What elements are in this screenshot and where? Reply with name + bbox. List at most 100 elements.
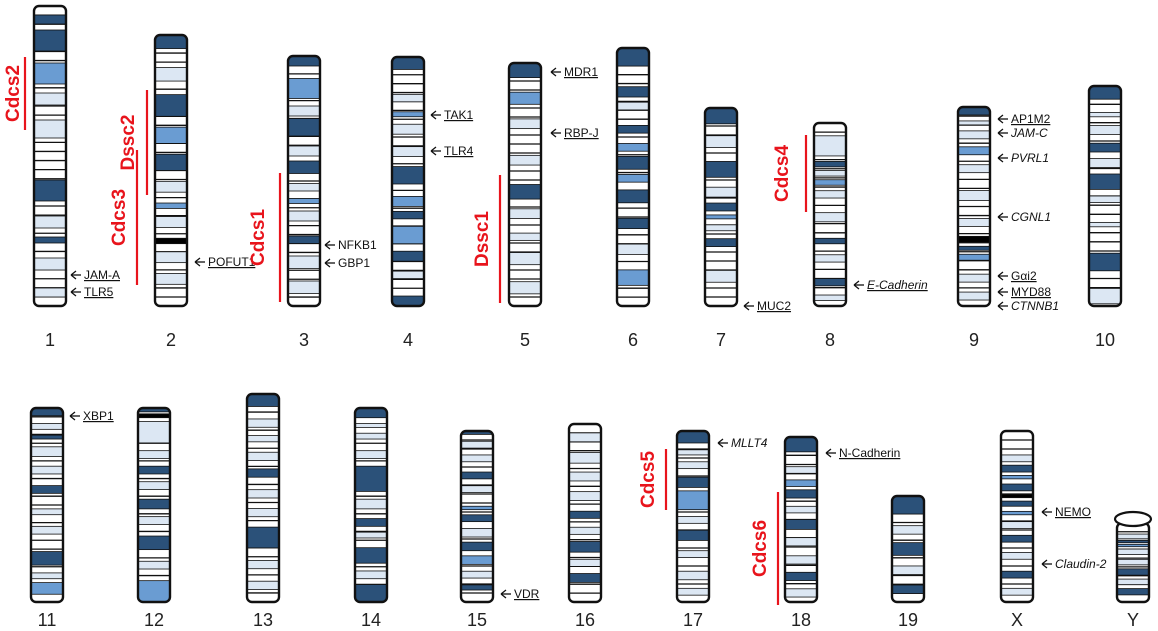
gene-label: VDR xyxy=(514,587,540,601)
chromosome-band xyxy=(705,202,737,212)
gene-annotation: N-Cadherin xyxy=(825,446,900,460)
gene-annotation: MYD88 xyxy=(997,285,1051,299)
chromosome-number: 5 xyxy=(520,330,530,350)
gene-label: CTNNB1 xyxy=(1011,299,1059,313)
chromosome-band xyxy=(785,437,817,453)
chromosome-band xyxy=(617,86,649,98)
arrow-head-icon xyxy=(997,287,1004,297)
chromosome-band xyxy=(247,451,279,461)
chromosome-outline xyxy=(956,105,992,308)
gene-annotation: TLR4 xyxy=(430,144,474,158)
chromosome-band xyxy=(355,547,387,564)
chromosome-number: 1 xyxy=(45,330,55,350)
chromosome-band xyxy=(1001,521,1033,529)
chromosome-band xyxy=(569,432,601,443)
chromosome-band xyxy=(509,184,541,200)
chromosome-band xyxy=(34,287,66,298)
chromosome-number: 2 xyxy=(166,330,176,350)
chromosome-5 xyxy=(507,61,543,308)
qtl-locus: Cdcs5 xyxy=(638,449,668,510)
chromosome-band xyxy=(892,542,924,556)
arrow-head-icon xyxy=(324,258,331,268)
gene-annotation: JAM-C xyxy=(997,126,1048,140)
chromosome-band xyxy=(288,255,320,269)
gene-label: JAM-C xyxy=(1010,126,1048,140)
chromosome-X xyxy=(999,429,1035,604)
chromosome-band xyxy=(461,584,493,591)
chromosome-band xyxy=(461,431,493,435)
chromosome-band xyxy=(288,56,320,67)
chromosome-band xyxy=(155,35,187,49)
chromosome-number: Y xyxy=(1127,610,1139,630)
chromosome-band xyxy=(288,198,320,204)
chromosome-number: 17 xyxy=(683,610,703,630)
chromosome-band xyxy=(677,550,709,558)
chromosome-band xyxy=(677,490,709,511)
chromosome-band xyxy=(705,108,737,125)
chromosome-band xyxy=(138,408,170,413)
chromosome-band xyxy=(814,170,846,177)
qtl-locus: Cdcs2 xyxy=(3,57,27,130)
chromosome-outline xyxy=(32,4,68,308)
chromosome-band xyxy=(288,280,320,294)
chromosome-band xyxy=(617,243,649,255)
chromosome-band xyxy=(617,101,649,111)
chromosome-band xyxy=(892,565,924,575)
arrow-head-icon xyxy=(997,114,1004,124)
gene-annotation: TAK1 xyxy=(430,108,473,122)
chromosome-band xyxy=(247,507,279,518)
chromosome-outline xyxy=(615,46,651,308)
chromosome-band xyxy=(1001,483,1033,492)
chromosome-band xyxy=(677,476,709,488)
chromosome-outline xyxy=(812,121,848,308)
locus-label: Cdcs3 xyxy=(109,189,130,246)
chromosome-band xyxy=(509,91,541,105)
chromosome-band xyxy=(1001,464,1033,473)
chromosome-band xyxy=(392,93,424,103)
chromosome-band xyxy=(1001,570,1033,579)
chromosome-number: 9 xyxy=(969,330,979,350)
gene-label: CGNL1 xyxy=(1011,210,1051,224)
chromosome-18 xyxy=(783,435,819,604)
chromosome-band xyxy=(155,180,187,193)
chromosome-band xyxy=(247,435,279,443)
chromosome-band xyxy=(814,294,846,301)
locus-label: Dssc2 xyxy=(118,115,139,171)
chromosome-band xyxy=(1001,493,1033,499)
gene-label: MYD88 xyxy=(1011,285,1051,299)
gene-label: NEMO xyxy=(1055,505,1091,519)
chromosome-band xyxy=(617,155,649,170)
chromosome-band xyxy=(705,214,737,220)
qtl-locus: Cdcs1 xyxy=(248,173,282,302)
gene-label: PVRL1 xyxy=(1011,151,1049,165)
chromosome-band xyxy=(569,471,601,482)
chromosome-band xyxy=(155,273,187,285)
chromosome-band xyxy=(814,237,846,245)
gene-label: TLR5 xyxy=(84,285,114,299)
chromosome-band xyxy=(1089,142,1121,153)
chromosome-band xyxy=(509,154,541,166)
gene-annotation: TLR5 xyxy=(70,285,114,299)
chromosome-outline xyxy=(890,494,926,604)
chromosome-band xyxy=(569,558,601,567)
chromosome-9 xyxy=(956,105,992,308)
chromosome-band xyxy=(1117,533,1149,540)
chromosome-band xyxy=(617,269,649,286)
chromosome-band xyxy=(814,212,846,223)
chromosome-outline xyxy=(286,54,322,308)
chromosome-band xyxy=(247,560,279,570)
gene-annotation: GBP1 xyxy=(324,256,370,270)
chromosome-band xyxy=(155,202,187,209)
chromosome-band xyxy=(1089,173,1121,190)
chromosome-outline xyxy=(567,422,603,604)
chromosome-outline xyxy=(703,106,739,308)
chromosome-band xyxy=(1117,588,1149,596)
chromosome-band xyxy=(1117,548,1149,556)
chromosome-band xyxy=(569,452,601,464)
gene-annotation: PVRL1 xyxy=(997,151,1049,165)
chromosome-band xyxy=(155,153,187,171)
chromosome-band xyxy=(785,555,817,565)
chromosome-19 xyxy=(890,494,926,604)
chromosome-number: 15 xyxy=(467,610,487,630)
chromosome-band xyxy=(461,570,493,579)
